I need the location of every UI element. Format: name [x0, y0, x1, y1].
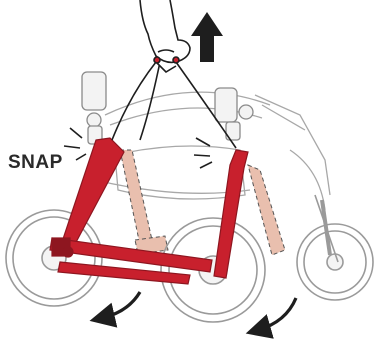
handle-joint-left [81, 71, 107, 145]
red-frame [49, 137, 249, 285]
front-wheel [296, 194, 374, 301]
seat-outline [94, 91, 331, 211]
fold-strap [111, 61, 237, 149]
up-arrow-icon [191, 12, 223, 62]
ghost-folding-legs [119, 149, 286, 256]
hand-icon [139, 0, 191, 74]
rotate-arrow-right-icon [245, 297, 298, 339]
rear-wheel-left [5, 209, 103, 307]
handle-joint-right [214, 87, 254, 141]
snap-burst-icon [63, 127, 213, 169]
snap-callout: SNAP [8, 152, 63, 173]
rotate-arrow-left-icon [89, 291, 142, 328]
rear-wheel-right [160, 217, 266, 323]
